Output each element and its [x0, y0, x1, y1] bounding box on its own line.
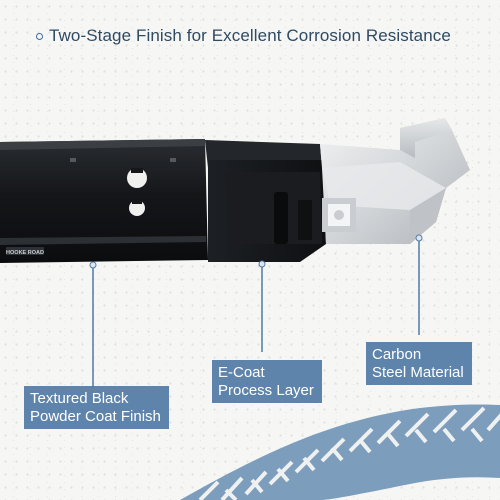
page-title-text: Two-Stage Finish for Excellent Corrosion…	[49, 26, 451, 45]
callout-line2: Steel Material	[372, 364, 464, 381]
callout-line1: Carbon	[372, 346, 422, 363]
dot-marker-icon	[415, 234, 423, 242]
callout-e-coat: E-Coat Process Layer	[212, 360, 322, 403]
callout-carbon-steel: Carbon Steel Material	[366, 342, 472, 385]
callout-line1: Textured Black	[30, 390, 129, 407]
bumper-black-beam	[0, 139, 326, 263]
callout-line2: Powder Coat Finish	[30, 408, 161, 425]
page-title: Two-Stage Finish for Excellent Corrosion…	[36, 26, 451, 46]
dot-marker-icon	[258, 260, 266, 268]
tire-track-graphic	[180, 404, 500, 500]
circle-bullet-icon	[36, 32, 43, 40]
bumper-steel-end	[320, 118, 470, 244]
callout-powder-coat: Textured Black Powder Coat Finish	[24, 386, 169, 429]
brand-plate-text: HOOKE ROAD	[6, 250, 44, 256]
callout-line2: Process Layer	[218, 382, 314, 399]
dot-marker-icon	[89, 261, 97, 269]
callout-line1: E-Coat	[218, 364, 265, 381]
